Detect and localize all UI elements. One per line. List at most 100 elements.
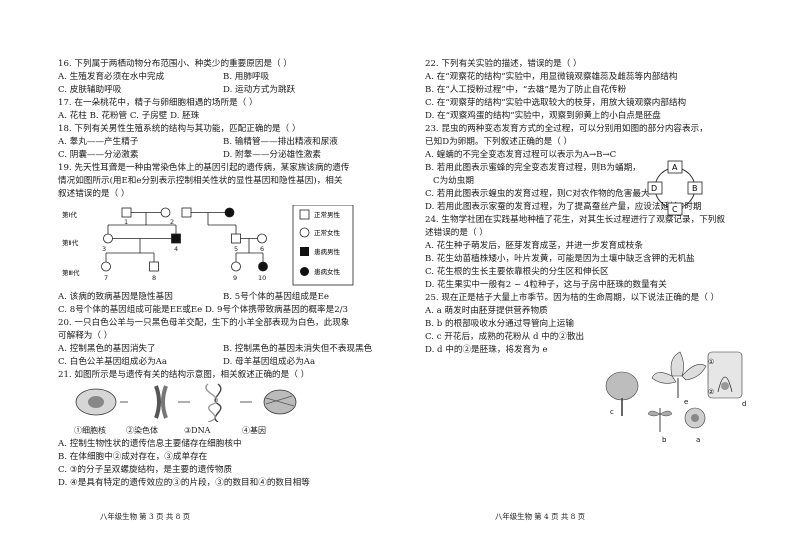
gen3-label: 第Ⅲ代 bbox=[62, 268, 80, 277]
left-column: 16. 下列属于两栖动物分布范围小、种类少的重要原因是（ ） A. 生殖发育必须… bbox=[58, 58, 388, 490]
q16-option-d: D. 运动方式为跳跃 bbox=[223, 85, 296, 95]
legend-affected-male: 患病男性 bbox=[314, 247, 341, 256]
fruit-icon bbox=[684, 407, 706, 429]
pedigree-diagram: 第Ⅰ代 第Ⅱ代 第Ⅲ代 bbox=[62, 205, 354, 286]
flower-section-icon bbox=[707, 351, 743, 399]
label-dna: ③DNA bbox=[184, 426, 211, 435]
q22-option-b: B. 在“人工授粉过程”中，“去雄”是为了防止自花传粉 bbox=[425, 85, 627, 95]
q25-option-d: D. d 中的②是胚珠，将发育为 e bbox=[425, 345, 548, 355]
q22-option-d: D. 在“观察鸡蛋的结构”实验中，观察到卵黄上的小白点是胚盘 bbox=[425, 111, 661, 121]
individual-2 bbox=[160, 207, 171, 218]
q23-option-d: D. 若用此图表示家蚕的发育过程，为了提高蚕丝产量，应设法延长C时期 bbox=[425, 202, 702, 212]
label-7: 7 bbox=[104, 274, 108, 282]
q18-option-a: A. 睾丸——产生精子 bbox=[58, 137, 139, 147]
q18-option-d: D. 附睾——分泌雄性激素 bbox=[223, 150, 321, 160]
label-d: d bbox=[742, 400, 746, 408]
q18-stem: 18. 下列有关男性生殖系统的结构与其功能，匹配正确的是（ ） bbox=[58, 124, 301, 134]
q19-option-cd: C. 8号个体的基因组成可能是EE或Ee D. 9号个体携带致病基因的概率是2/… bbox=[58, 305, 349, 315]
q21-stem: 21. 如图所示是与遗传有关的结构示意图，相关叙述正确的是（ ） bbox=[58, 370, 310, 380]
q24-option-d: D. 花生果实中一般有2 ~ 4粒种子，这与子房中胚珠的数量有关 bbox=[425, 280, 667, 290]
q19-line3: 叙述错误的是（ ） bbox=[58, 189, 130, 199]
label-chromosome: ②染色体 bbox=[126, 426, 158, 435]
q19-option-a: A. 该病的致病基因是隐性基因 bbox=[58, 292, 173, 302]
label-marker-2: ② bbox=[708, 388, 714, 396]
gen2-label: 第Ⅱ代 bbox=[62, 238, 79, 247]
label-b: b bbox=[662, 436, 667, 444]
q24-line1: 24. 生物学社团在实践基地种植了花生，对其生长过程进行了观察记录，下列叙 bbox=[425, 215, 725, 225]
gen1-label: 第Ⅰ代 bbox=[62, 210, 77, 219]
q24-option-b: B. 花生幼苗植株矮小，叶片发黄，可能是因为土壤中缺乏含钾的无机盐 bbox=[425, 254, 695, 264]
flower-icon bbox=[651, 351, 707, 398]
q22-stem: 22. 下列有关实验的描述，错误的是（ ） bbox=[425, 59, 582, 69]
legend-normal-male: 正常男性 bbox=[314, 210, 341, 219]
label-2: 2 bbox=[170, 218, 174, 226]
legend-affected-female: 患病女性 bbox=[314, 267, 341, 276]
dna-icon bbox=[205, 383, 222, 422]
q23-line2: 已知D为卵期。下列叙述正确的是（ ） bbox=[425, 137, 573, 147]
q18-option-c: C. 阴囊——分泌激素 bbox=[58, 150, 139, 160]
q17-options: A. 花柱 B. 花粉管 C. 子房壁 D. 胚珠 bbox=[58, 111, 200, 121]
q24-line2: 述错误的是（ ） bbox=[425, 228, 488, 238]
individual-1 bbox=[121, 207, 132, 218]
label-10: 10 bbox=[258, 274, 266, 282]
label-e: e bbox=[684, 398, 688, 406]
label-marker-1: ① bbox=[708, 358, 714, 366]
q25-option-b: B. b 的根部吸收水分通过导管向上运输 bbox=[425, 319, 574, 329]
label-5: 5 bbox=[234, 245, 238, 253]
q24-option-c: C. 花生根的生长主要依靠根尖的分生区和伸长区 bbox=[425, 267, 609, 277]
q19-line2: 情况如图所示(用E和e分别表示控制相关性状的显性基因和隐性基因)，相关 bbox=[58, 176, 343, 186]
q23-option-a: A. 蝗蝻的不完全变态发育过程可以表示为A→B→C bbox=[425, 150, 617, 160]
right-column: 22. 下列有关实验的描述，错误的是（ ） A. 在“观察花的结构”实验中，用显… bbox=[425, 58, 755, 444]
label-9: 9 bbox=[233, 274, 237, 282]
insect-cycle-diagram: A B C D bbox=[647, 160, 703, 216]
q20-option-c: C. 白色公羊基因组成必为Aa bbox=[58, 357, 167, 367]
label-nucleus: ①细胞核 bbox=[74, 426, 106, 435]
chromosome-icon bbox=[154, 385, 168, 419]
q23-option-b: B. 若用此图表示蜜蜂的完全变态发育过程，则B为蛹期， bbox=[425, 163, 641, 173]
gene-icon bbox=[263, 389, 297, 415]
orange-lifecycle-diagram: c b a e d ① ② bbox=[605, 351, 746, 444]
cell-structure-figure: ①细胞核 ②染色体 ③DNA ④基因 bbox=[58, 382, 388, 438]
tree-icon bbox=[605, 371, 639, 416]
q21-option-d: D. ④是具有特定的遗传效应的③的片段，③的数目和④的数目相等 bbox=[58, 478, 310, 488]
q17-stem: 17. 在一朵桃花中，精子与卵细胞相遇的场所是（ ） bbox=[58, 98, 258, 108]
q16-stem: 16. 下列属于两栖动物分布范围小、种类少的重要原因是（ ） bbox=[58, 59, 292, 69]
q24-option-a: A. 花生种子萌发后，胚芽发育成茎，并进一步发育成枝条 bbox=[425, 241, 643, 251]
q23-line1: 23. 昆虫的两种变态发育方式的全过程，可以分别用如图的部分内容表示， bbox=[425, 124, 708, 134]
q20-option-b: B. 控制黑色的基因未消失但不表现黑色 bbox=[223, 344, 373, 354]
q22-option-a: A. 在“观察花的结构”实验中，用显微镜观察雄蕊及雌蕊等内部结构 bbox=[425, 72, 678, 82]
label-1: 1 bbox=[124, 218, 128, 226]
label-6: 6 bbox=[260, 245, 264, 253]
q20-line1: 20. 一只白色公羊与一只黑色母羊交配，生下的小羊全部表现为白色，此现象 bbox=[58, 318, 350, 328]
q18-option-b: B. 输精管——排出精液和尿液 bbox=[223, 137, 338, 147]
q20-line2: 可解释为（ ） bbox=[58, 331, 113, 341]
q25-line1: 25. 现在正是桔子大量上市季节。因为桔的生命周期，以下说法正确的是（ ） bbox=[425, 293, 720, 303]
label-3: 3 bbox=[102, 245, 106, 253]
q23-option-b-cont: C为幼虫期 bbox=[433, 176, 474, 186]
stage-b: B bbox=[692, 184, 698, 193]
q23-option-c: C. 若用此图表示蝗虫的发育过程，则C对农作物的危害最大 bbox=[425, 189, 650, 199]
label-c: c bbox=[610, 408, 614, 416]
q16-option-b: B. 用肺呼吸 bbox=[223, 72, 270, 82]
q21-option-a: A. 控制生物性状的遗传信息主要储存在细胞核中 bbox=[58, 439, 242, 449]
q19-line1: 19. 先天性耳聋是一种由常染色体上的基因引起的遗传病，某家族该病的遗传 bbox=[58, 163, 350, 173]
q16-option-c: C. 皮肤辅助呼吸 bbox=[58, 85, 122, 95]
label-a: a bbox=[696, 436, 700, 444]
label-gene: ④基因 bbox=[242, 426, 266, 435]
q20-option-d: D. 母羊基因组成必为Aa bbox=[223, 357, 316, 367]
q22-option-c: C. 在“观察芽的结构”实验中选取较大的枝芽，用放大镜观察内部结构 bbox=[425, 98, 687, 108]
legend-normal-female: 正常女性 bbox=[314, 228, 341, 237]
q25-option-c: C. c 开花后，成熟的花粉从 d 中的②散出 bbox=[425, 332, 585, 342]
page-footer-right: 八年级生物 第 4 页 共 8 页 bbox=[495, 512, 586, 521]
stage-d: D bbox=[651, 184, 657, 193]
stage-c: C bbox=[672, 205, 678, 214]
stage-a: A bbox=[672, 163, 678, 172]
q20-option-a: A. 控制黑色的基因消失了 bbox=[58, 344, 156, 354]
q21-option-c: C. ③的分子呈双螺旋结构，是主要的遗传物质 bbox=[58, 465, 233, 475]
seedling-icon bbox=[647, 408, 673, 432]
label-4: 4 bbox=[174, 245, 178, 253]
page-footer-left: 八年级生物 第 3 页 共 8 页 bbox=[100, 512, 191, 521]
q16-option-a: A. 生殖发育必须在水中完成 bbox=[58, 72, 165, 82]
label-8: 8 bbox=[152, 274, 156, 282]
q19-option-b: B. 5号个体的基因组成是Ee bbox=[223, 292, 329, 302]
